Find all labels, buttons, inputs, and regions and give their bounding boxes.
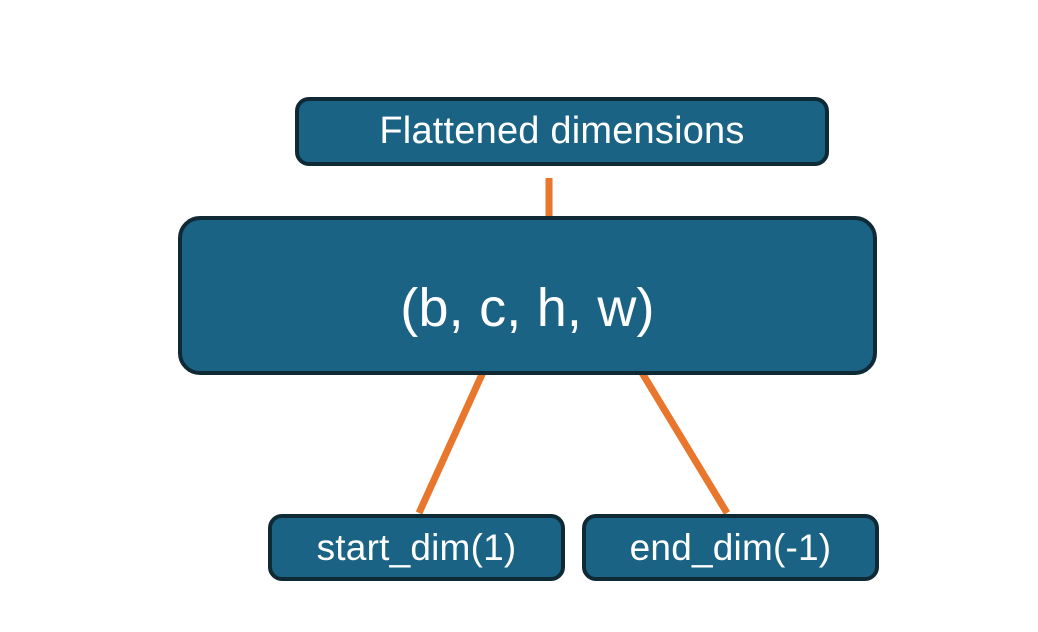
tensor-shape-label: (b, c, h, w): [400, 277, 655, 338]
flattened-dimensions-box: Flattened dimensions: [295, 97, 829, 166]
end-dim-box: end_dim(-1): [582, 514, 879, 581]
flattened-dimensions-label: Flattened dimensions: [379, 110, 745, 152]
tensor-shape-box: (b, c, h, w): [178, 216, 877, 375]
start-dim-box: start_dim(1): [268, 514, 565, 581]
end-dim-label: end_dim(-1): [629, 526, 832, 568]
start-dim-label: start_dim(1): [316, 526, 517, 568]
